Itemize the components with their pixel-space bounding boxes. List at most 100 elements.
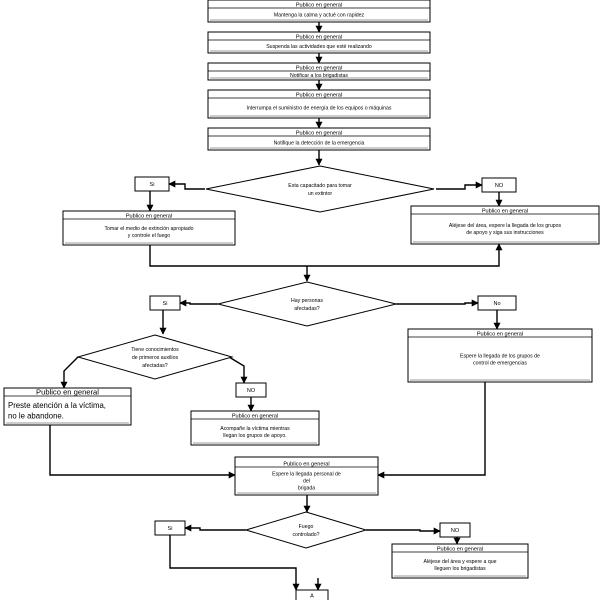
box-text-line: de apoyo y siga sus instrucciones [466,230,544,236]
flow-connectors [49,22,503,591]
process-box [391,543,529,579]
decision-text-line: controlado? [292,532,319,538]
flow-arrow [228,356,248,384]
decision-diamond [205,165,435,213]
answer-label: NO [247,388,256,394]
flow-arrow [169,535,300,591]
decision-text-line: Esta capacitado para tomar [288,183,352,189]
answer-label: Si [150,182,155,188]
node-d3: Tiene conocimientos de primeros auxilios a… [76,334,234,380]
flow-arrow [168,180,205,190]
box-text-line: control de emergencias [473,361,527,367]
process-box [410,205,600,245]
decision-text-line: de primeros auxilios [132,355,179,361]
answer-box [235,382,267,398]
box-text-line: y controle el fuego [128,233,171,239]
flow-arrow [179,299,218,307]
box-text-line: del [303,479,310,485]
decision-text-line: Tiene conocimientos [131,347,179,353]
flow-arrow [377,382,486,479]
answer-box [149,295,181,311]
node-d1: Esta capacitado para tomar un extintor [205,165,435,213]
answer-box [481,177,517,193]
box-text-line: llegan los grupos de apoyo. [223,433,286,439]
process-box [234,456,379,496]
process-box [207,62,431,81]
node-d4: Fuego controlado? [244,511,368,549]
node-a6: Si [154,520,186,536]
box-text-line: Espere la llegada de los grupos de [460,354,540,360]
process-box [190,410,320,446]
offpage-connector [295,589,329,600]
box-text-line: brigada [298,486,315,492]
connector-label: A [310,594,314,600]
process-box [207,31,431,54]
box-header-label: Publico en general [296,34,342,40]
flow-arrow [366,527,441,535]
box-header-label: Publico en general [36,387,99,396]
box-text-line: Preste atención a la víctima, [8,401,106,410]
flow-arrow [149,243,503,267]
node-a1: Si [134,176,170,192]
box-text-line: Notifique la detección de la emergencia [274,141,365,147]
box-header-label: Publico en general [437,546,483,552]
decision-text-line: un extintor [308,191,332,197]
node-a2: NO [481,177,517,193]
box-text-line: Notificar a los brigadistas [290,73,348,79]
process-box [207,0,431,23]
box-header-label: Publico en general [296,65,342,71]
decision-text-line: Fuego [299,524,314,530]
box-header-label: Publico en general [296,2,342,8]
answer-box [439,522,471,538]
process-box [207,127,431,151]
process-box [3,387,132,426]
answer-label: Si [163,301,168,307]
box-header-label: Publico en general [283,461,329,467]
decision-text-line: Hay personas [291,298,323,304]
process-box [62,210,236,246]
box-header-label: Publico en general [296,92,342,98]
box-text-line: Espere la llegada personal de [272,472,341,478]
decision-diamond [76,334,234,380]
box-text-line: lleguen los brigadistas [434,566,486,572]
node-a4: No [477,295,517,311]
flow-arrow [184,524,246,532]
answer-label: NO [451,528,460,534]
box-text-line: Mantenga la calma y actué con rapidez [274,13,365,19]
answer-box [154,520,186,536]
box-text-line: Acompañe la víctima mientras [220,426,290,432]
node-a7: NO [439,522,471,538]
flow-arrow [396,299,479,307]
flow-arrow [49,425,236,479]
box-text-line: Tomar el medio de extinción apropiado [104,226,193,232]
answer-box [477,295,517,311]
box-header-label: Publico en general [482,208,528,214]
box-text-line: Aléjese del área y espere a que [424,559,497,565]
decision-text-line: afectadas? [142,363,167,369]
box-text-line: Interrumpa el suministro de energía de l… [246,106,391,112]
box-header-label: Publico en general [126,213,172,219]
node-c1: A [295,589,329,600]
answer-label: No [493,301,500,307]
box-header-label: Publico en general [296,130,342,136]
decision-diamond [244,511,368,549]
process-box [207,89,431,119]
flow-arrow [60,356,79,389]
box-header-label: Publico en general [477,331,523,337]
node-a5: NO [235,382,267,398]
box-text-line: no le abandone. [8,411,64,420]
